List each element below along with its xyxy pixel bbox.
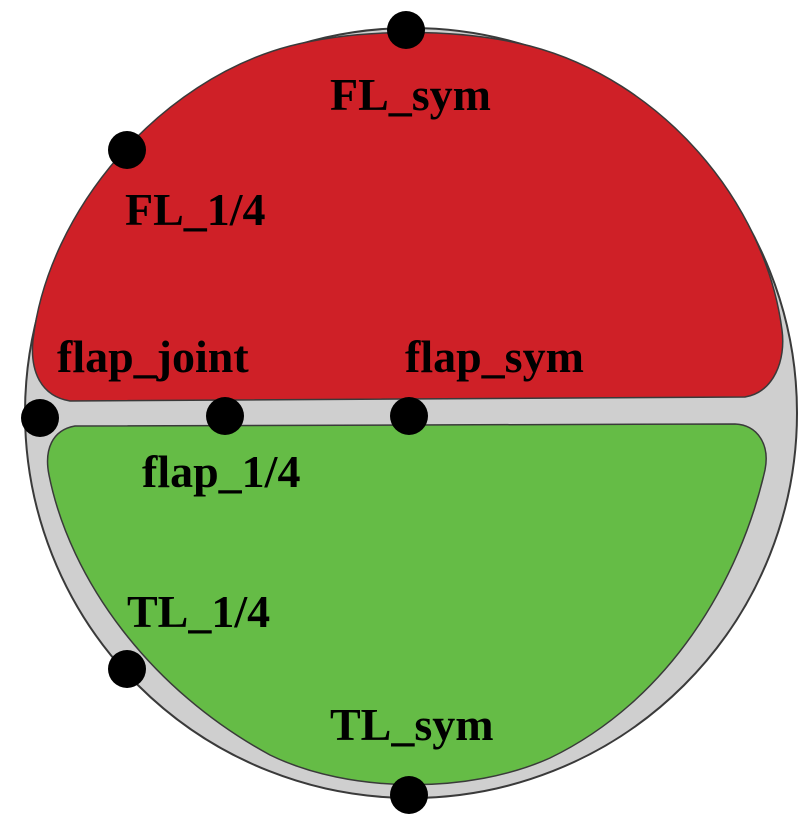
flap-sym-label: flap_sym (405, 331, 584, 382)
tl-quarter-label: TL_1/4 (127, 586, 270, 637)
flap-quarter-label: flap_1/4 (142, 446, 300, 497)
fl-sym-point (387, 11, 425, 49)
fl-quarter-point (108, 131, 146, 169)
fl-quarter-label: FL_1/4 (125, 184, 266, 235)
tl-sym-label: TL_sym (330, 699, 494, 750)
landmark-points (21, 11, 428, 814)
tl-sym-point (390, 776, 428, 814)
flap-sym-point (390, 397, 428, 435)
flap-joint-point (21, 399, 59, 437)
tl-quarter-point (108, 650, 146, 688)
fl-sym-label: FL_sym (330, 69, 491, 120)
flap-joint-label: flap_joint (57, 331, 249, 382)
flap-quarter-point (206, 397, 244, 435)
